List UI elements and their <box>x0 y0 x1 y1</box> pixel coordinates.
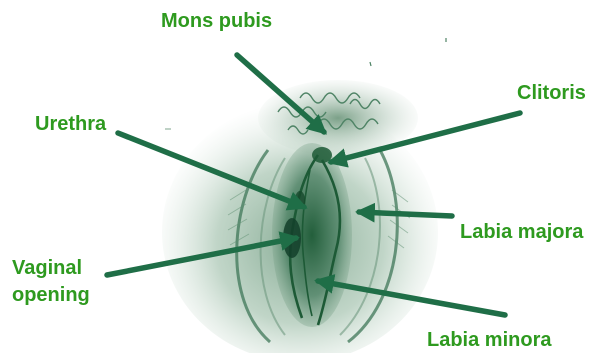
sketch-illustration <box>162 38 446 353</box>
label-vaginal-opening-line2: opening <box>12 282 90 309</box>
label-vaginal-opening-line1: Vaginal <box>12 255 90 282</box>
label-vaginal-opening: Vaginal opening <box>12 255 90 309</box>
label-mons-pubis: Mons pubis <box>161 8 272 35</box>
label-labia-majora: Labia majora <box>460 219 583 246</box>
label-labia-minora: Labia minora <box>427 327 551 354</box>
label-clitoris: Clitoris <box>517 80 586 107</box>
label-urethra: Urethra <box>35 111 106 138</box>
